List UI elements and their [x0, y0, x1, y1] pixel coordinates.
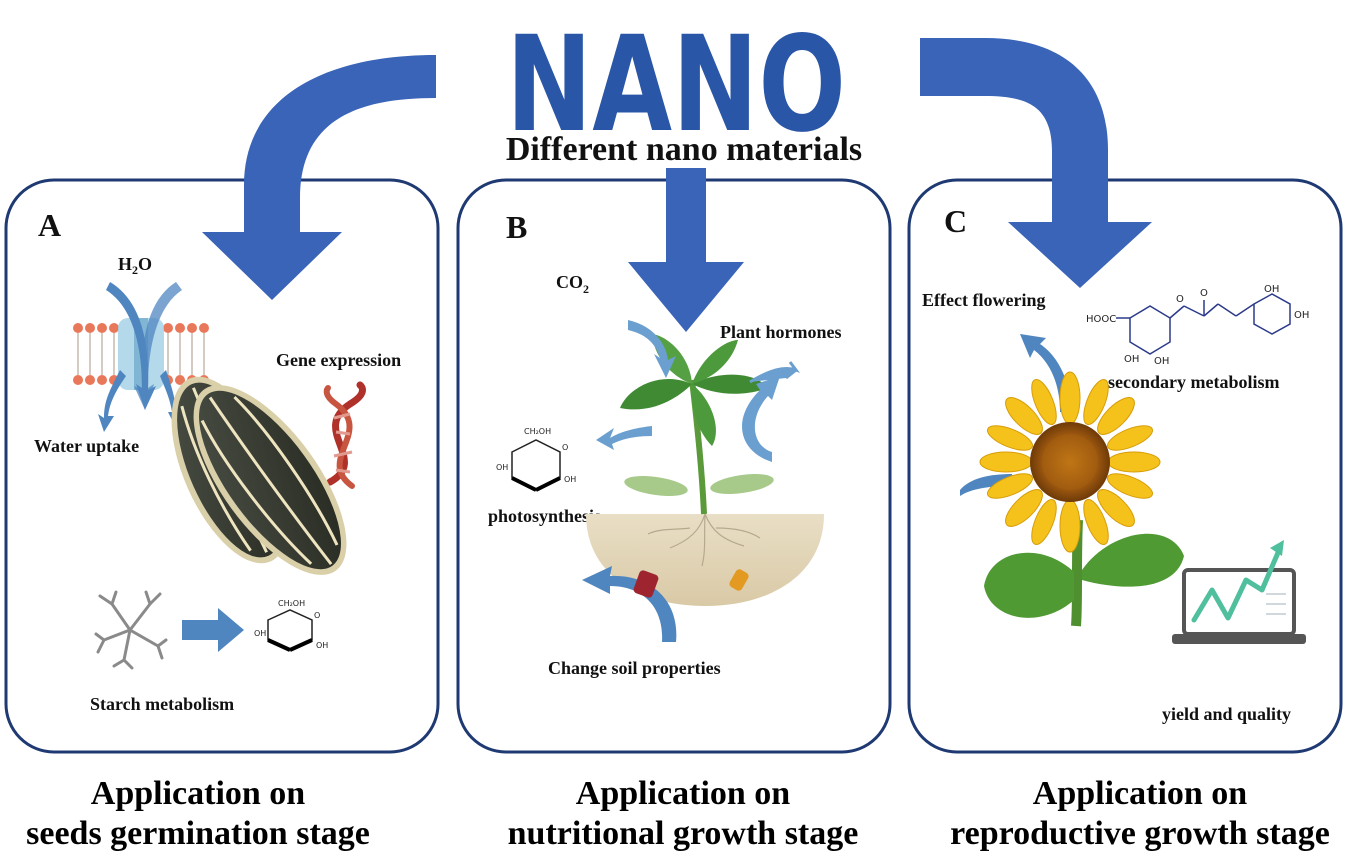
svg-text:OH: OH	[1294, 310, 1309, 321]
panel-b-letter: B	[506, 209, 527, 245]
center-down-arrow	[628, 168, 744, 332]
caption-b-line2: nutritional growth stage	[508, 815, 859, 852]
secondary-metabolism-label: secondary metabolism	[1108, 372, 1279, 392]
flowering-side-arrow	[960, 474, 1012, 496]
nano-title: NANO	[506, 8, 846, 162]
chlorogenic-acid-labels: HOOC O O OH OH OH OH	[1086, 284, 1309, 367]
hormone-arrow-upper	[749, 361, 801, 384]
hormone-arrow-lower	[742, 376, 780, 462]
plant-hormones-label: Plant hormones	[720, 322, 842, 342]
left-curved-arrow	[202, 55, 436, 300]
plant-roots	[647, 513, 761, 567]
right-curved-arrow	[920, 38, 1152, 288]
svg-text:O: O	[314, 611, 320, 620]
caption-b-line1: Application on	[576, 775, 791, 812]
water-out-arrow-right	[160, 370, 182, 428]
glucose-ring-b: CH₂OH O OH OH	[496, 427, 576, 492]
caption-a-line1: Application on	[91, 775, 306, 812]
svg-text:OH: OH	[316, 641, 328, 650]
sunflower-illustration	[979, 371, 1184, 627]
photosynthesis-arrow	[596, 426, 652, 450]
panel-c-box	[907, 178, 1343, 754]
svg-text:O: O	[1176, 294, 1184, 305]
header-subtitle: Different nano materials	[506, 131, 862, 168]
svg-text:OH: OH	[1154, 356, 1169, 367]
soil-particle-red	[633, 570, 659, 598]
change-soil-label: Change soil properties	[548, 658, 721, 678]
starch-icon	[94, 590, 168, 670]
svg-text:O: O	[1200, 288, 1208, 299]
svg-text:OH: OH	[496, 463, 508, 472]
dna-icon	[323, 381, 366, 489]
caption-a-line2: seeds germination stage	[26, 815, 370, 852]
photosynthesis-label: photosynthesis	[488, 506, 601, 526]
soil-particle-orange	[729, 569, 749, 591]
chlorogenic-acid-structure	[1116, 293, 1291, 355]
co2-label: CO2	[556, 272, 589, 296]
gene-expression-label: Gene expression	[276, 350, 401, 370]
laptop-growth-chart-icon	[1172, 540, 1306, 644]
caption-c-line2: reproductive growth stage	[950, 815, 1330, 852]
svg-text:O: O	[562, 443, 568, 452]
panel-c-letter: C	[944, 203, 967, 239]
water-out-arrow-left	[98, 370, 126, 432]
flowering-arrow	[1020, 334, 1072, 412]
starch-metabolism-label: Starch metabolism	[90, 694, 234, 714]
yield-quality-label: yield and quality	[1162, 704, 1291, 724]
svg-text:OH: OH	[254, 629, 266, 638]
water-uptake-label: Water uptake	[34, 436, 139, 456]
panel-a-box	[4, 178, 440, 754]
svg-text:CH₂OH: CH₂OH	[524, 427, 551, 436]
svg-text:HOOC: HOOC	[1086, 314, 1116, 325]
soil-arrow	[582, 566, 677, 642]
starch-arrow	[182, 608, 244, 652]
sunflower-seeds-icon	[171, 376, 347, 575]
svg-text:OH: OH	[1124, 354, 1139, 365]
svg-text:OH: OH	[1264, 284, 1279, 295]
co2-inflow-arrow	[628, 320, 676, 378]
effect-flowering-label: Effect flowering	[922, 290, 1045, 310]
glucose-ring-a: CH₂OH O OH OH	[254, 599, 328, 652]
water-arrow-right	[134, 282, 182, 410]
caption-c-line1: Application on	[1033, 775, 1248, 812]
svg-text:CH₂OH: CH₂OH	[278, 599, 305, 608]
h2o-label: H2O	[118, 254, 152, 277]
panel-a-letter: A	[38, 207, 61, 243]
svg-text:OH: OH	[564, 475, 576, 484]
